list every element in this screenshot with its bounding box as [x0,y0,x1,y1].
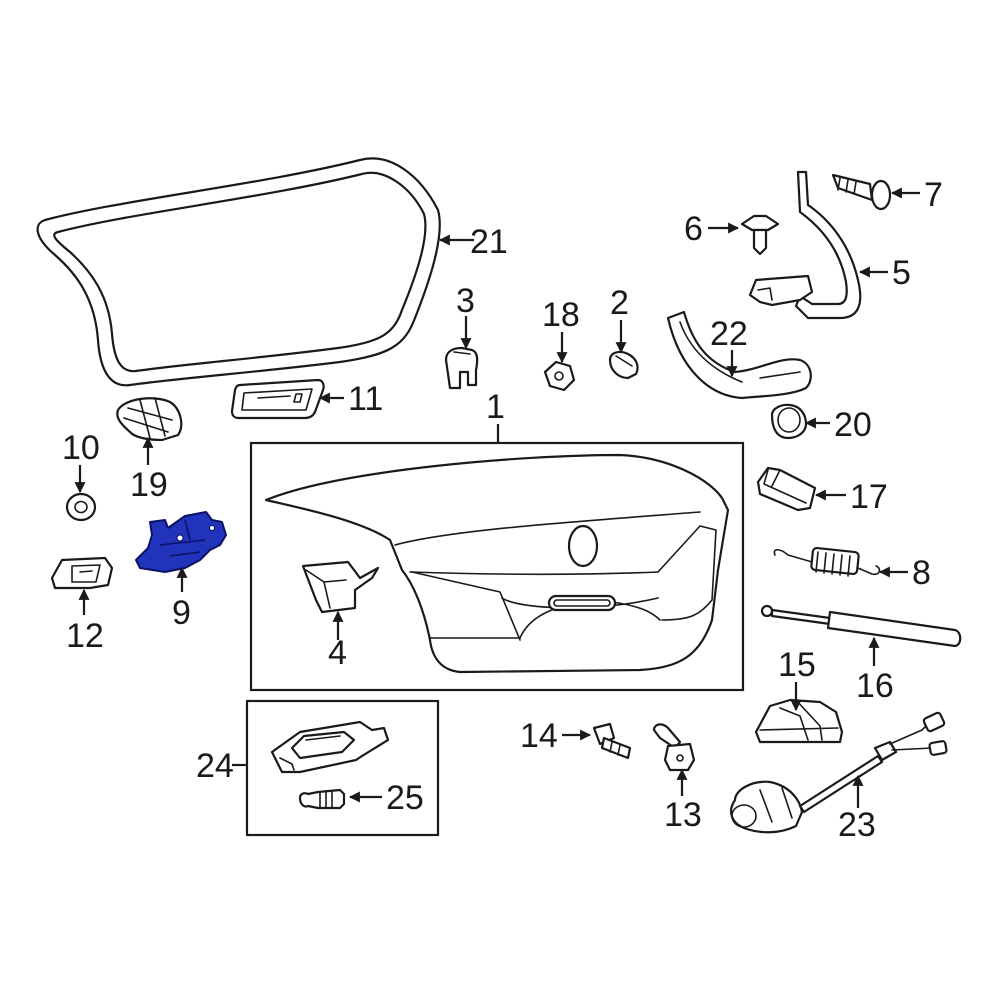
callout-16: 16 [856,667,894,705]
part-25-bulb[interactable] [298,788,346,810]
callout-12: 12 [66,617,104,655]
callout-25: 25 [386,779,424,817]
part-2-cap[interactable] [608,350,639,380]
part-17-pad[interactable] [756,466,817,512]
callout-11: 11 [348,380,383,418]
part-20-bushing[interactable] [770,403,808,440]
part-23-camera[interactable] [729,711,948,834]
part-24-license-lamp[interactable] [270,720,390,774]
part-12-striker[interactable] [50,556,114,590]
callout-2: 2 [610,284,629,322]
callout-19: 19 [130,466,168,504]
part-15-housing[interactable] [754,698,844,744]
part-13-stud[interactable] [652,723,696,772]
callout-labels: 1 2 3 4 5 6 7 8 9 10 11 12 13 14 15 16 1… [62,176,943,844]
callout-22: 22 [710,315,748,353]
callout-18: 18 [542,296,580,334]
callout-17: 17 [850,478,888,516]
part-9-latch-highlighted[interactable] [135,511,227,573]
part-21-weatherstrip[interactable] [36,157,441,387]
callout-14: 14 [520,717,558,755]
part-16-strut[interactable] [760,604,962,648]
callout-21: 21 [470,223,508,261]
part-14-bolt[interactable] [592,722,632,760]
callout-20: 20 [834,406,872,444]
part-6-push-pin[interactable] [740,214,780,256]
part-4-bracket[interactable] [301,560,380,614]
callout-13: 13 [664,796,702,834]
callout-5: 5 [892,254,911,292]
part-5-hinge[interactable] [748,170,862,320]
part-10-grommet[interactable] [65,492,97,522]
part-7-bolt[interactable] [831,173,892,211]
callout-3: 3 [456,282,475,320]
part-19-bumper[interactable] [116,397,183,442]
callout-6: 6 [684,210,703,248]
callout-23: 23 [838,806,876,844]
callout-7: 7 [924,176,943,214]
part-3-clip[interactable] [444,346,479,390]
callout-24: 24 [196,747,234,785]
callout-15: 15 [778,646,816,684]
part-1-trunk-lid[interactable] [264,453,730,674]
callout-4: 4 [328,634,347,672]
callout-10: 10 [62,429,100,467]
part-8-spring[interactable] [773,546,881,577]
callout-9: 9 [172,594,191,632]
part-22-handle[interactable] [666,310,812,400]
part-18-nut[interactable] [543,360,576,392]
callout-1: 1 [486,388,505,426]
leader-lines [74,187,920,808]
part-11-trim[interactable] [230,378,325,420]
lamp-kit-box [245,699,440,837]
callout-8: 8 [912,554,931,592]
